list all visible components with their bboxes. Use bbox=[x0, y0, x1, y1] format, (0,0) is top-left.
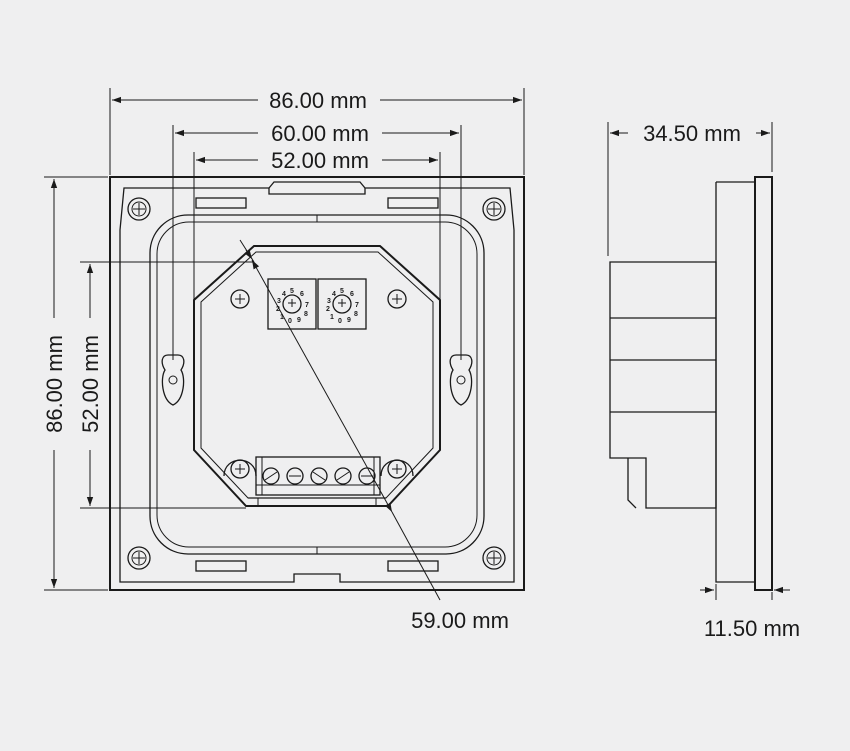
side-box-body bbox=[609, 261, 717, 509]
dial-left-digit-2: 3 bbox=[277, 298, 281, 305]
front-view: 5 4 3 2 1 0 9 8 7 6 5 4 3 2 1 0 9 8 7 6 bbox=[109, 176, 525, 591]
dial-left-digit-5: 0 bbox=[288, 318, 292, 325]
corner-screw-bottom-left bbox=[127, 546, 151, 570]
dial-right-digit-3: 2 bbox=[326, 306, 330, 313]
bottom-tab-left bbox=[195, 560, 247, 572]
dim-side-depth: 34.50 mm bbox=[607, 121, 773, 256]
side-box-step bbox=[627, 458, 637, 509]
dim-side-plate-thickness: 11.50 mm bbox=[700, 584, 800, 641]
dim-front-mount-spacing: 60.00 mm bbox=[172, 121, 462, 360]
corner-screw-bottom-right bbox=[482, 546, 506, 570]
dim-box-diagonal: 59.00 mm bbox=[239, 239, 509, 633]
label-front-mount-spacing: 60.00 mm bbox=[271, 121, 369, 146]
label-front-box-width: 52.00 mm bbox=[271, 148, 369, 173]
dial-right-digit-8: 7 bbox=[355, 302, 359, 309]
dial-left-digit-7: 8 bbox=[304, 311, 308, 318]
dial-right-digit-1: 4 bbox=[332, 291, 336, 298]
dial-right-digit-4: 1 bbox=[330, 314, 334, 321]
corner-screw-top-right bbox=[482, 197, 506, 221]
dial-right-digit-9: 6 bbox=[350, 291, 354, 298]
side-face-plate bbox=[754, 176, 773, 591]
box-screw-bottom-right bbox=[380, 459, 414, 479]
dim-front-width-outer: 86.00 mm bbox=[109, 88, 525, 175]
top-tab-left bbox=[195, 197, 247, 209]
rotary-dial-right: 5 4 3 2 1 0 9 8 7 6 bbox=[317, 278, 367, 330]
rotary-dial-left: 5 4 3 2 1 0 9 8 7 6 bbox=[267, 278, 317, 330]
label-front-box-height: 52.00 mm bbox=[78, 335, 103, 433]
terminal-screws bbox=[262, 467, 376, 485]
dim-front-box-height: 52.00 mm bbox=[78, 261, 254, 509]
label-front-height-outer: 86.00 mm bbox=[42, 335, 67, 433]
dial-left-digit-8: 7 bbox=[305, 302, 309, 309]
dial-left-digit-0: 5 bbox=[290, 288, 294, 295]
top-notch bbox=[268, 188, 366, 195]
front-plate-outline bbox=[109, 176, 525, 591]
keyhole-slot-left bbox=[161, 354, 185, 406]
dial-right-digit-6: 9 bbox=[347, 317, 351, 324]
keyhole-slot-right bbox=[449, 354, 473, 406]
corner-screw-top-left bbox=[127, 197, 151, 221]
label-side-depth: 34.50 mm bbox=[643, 121, 741, 146]
dim-front-height-outer: 86.00 mm bbox=[42, 176, 108, 591]
dim-front-box-width: 52.00 mm bbox=[193, 148, 441, 300]
dial-right-digit-7: 8 bbox=[354, 311, 358, 318]
label-side-plate-thickness: 11.50 mm bbox=[704, 616, 800, 641]
dial-left-digit-1: 4 bbox=[282, 291, 286, 298]
dial-right-digit-2: 3 bbox=[327, 298, 331, 305]
side-bezel bbox=[715, 181, 755, 583]
dial-left-digit-9: 6 bbox=[300, 291, 304, 298]
top-tab-right bbox=[387, 197, 439, 209]
label-front-width-outer: 86.00 mm bbox=[269, 88, 367, 113]
box-screw-top-left bbox=[230, 289, 250, 309]
dial-left-digit-6: 9 bbox=[297, 317, 301, 324]
box-screw-top-right bbox=[387, 289, 407, 309]
side-view bbox=[609, 176, 773, 591]
bottom-tab-right bbox=[387, 560, 439, 572]
inner-frame bbox=[119, 181, 515, 583]
inner-recess bbox=[149, 214, 485, 555]
dial-right-digit-0: 5 bbox=[340, 288, 344, 295]
dial-right-digit-5: 0 bbox=[338, 318, 342, 325]
box-screw-bottom-left bbox=[223, 459, 257, 479]
label-box-diagonal: 59.00 mm bbox=[411, 608, 509, 633]
